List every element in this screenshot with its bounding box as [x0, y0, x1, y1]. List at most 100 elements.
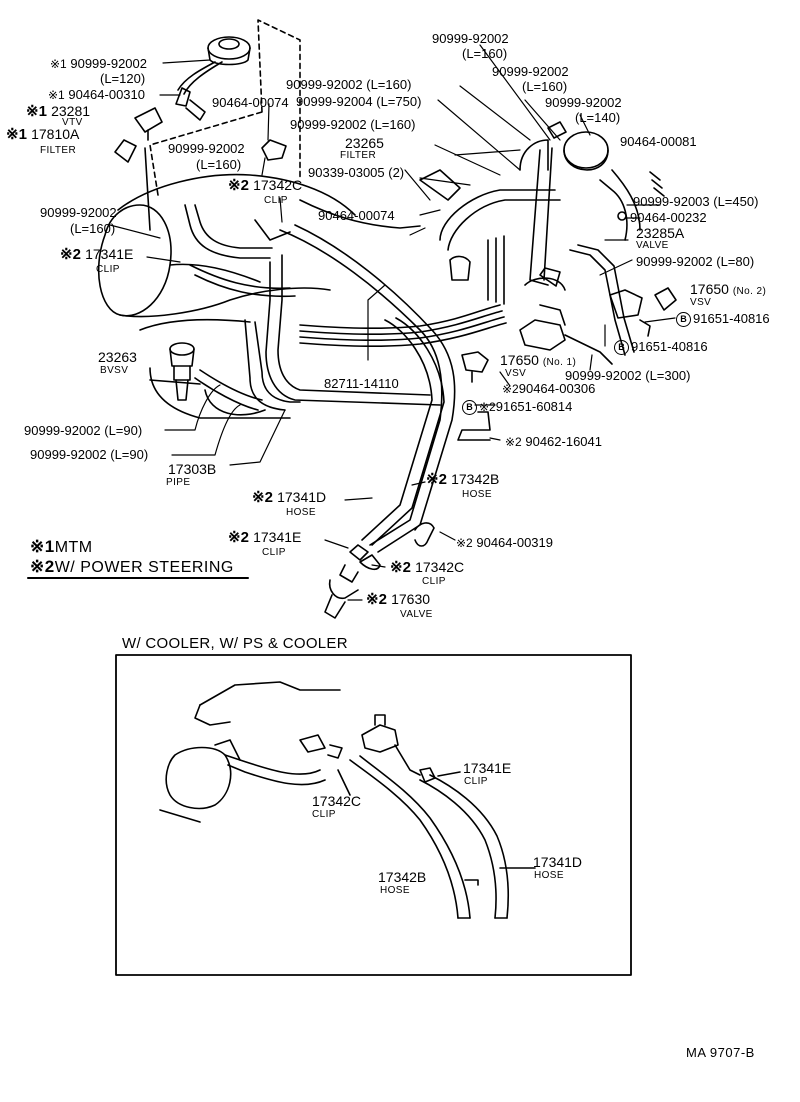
label-center-l160: 90999-92002 (L=160)	[286, 77, 412, 92]
part-number: 90999-92002	[70, 56, 147, 71]
label-hose-l90-a: 90999-92002 (L=90)	[24, 423, 143, 438]
label-hose-17342b-name: HOSE	[462, 489, 492, 500]
legend-text: W/ POWER STEERING	[54, 559, 234, 576]
label-vsv-no1-name: VSV	[505, 368, 527, 379]
diagram-code: MA 9707-B	[686, 1045, 755, 1060]
inset-label-clip-17342c-name: CLIP	[312, 809, 336, 820]
label-valve-23285a-name: VALVE	[636, 240, 669, 251]
label-hose-l160-a-length: (L=160)	[196, 157, 242, 172]
label-right-l140-length: (L=140)	[575, 110, 621, 125]
mark-1: ※1	[6, 126, 27, 143]
label-90464-00319: ※2 90464-00319	[456, 536, 553, 549]
b-circle-icon: B	[676, 312, 691, 328]
label-vtv: ※1 23281	[26, 104, 90, 119]
legend-power-steering: ※2W/ POWER STEERING	[30, 558, 234, 576]
leader-lines	[109, 44, 676, 601]
label-hose-l160-b: 90999-92002	[40, 205, 117, 220]
label-90464-00074-b: 90464-00074	[318, 208, 395, 223]
label-pipe-17303b-name: PIPE	[166, 477, 191, 488]
label-hose-l120-length: (L=120)	[100, 71, 146, 86]
mark-2: ※2	[426, 471, 447, 488]
label-clip-17342c-name: CLIP	[422, 576, 446, 587]
vsv-no1-part	[457, 304, 613, 441]
mark-2: ※2	[366, 591, 387, 608]
part-number: 91651-40816	[631, 339, 708, 354]
label-valve-23285a: 23285A	[636, 225, 685, 241]
label-90464-00074-a: 90464-00074	[212, 95, 289, 110]
mark-1: ※1	[48, 88, 65, 102]
label-hose-l80: 90999-92002 (L=80)	[636, 254, 755, 269]
label-filter-23265-name: FILTER	[340, 150, 377, 161]
mark-2: ※2	[60, 246, 81, 263]
part-number: 17342C	[253, 177, 303, 193]
label-hose-l90-b: 90999-92002 (L=90)	[30, 447, 149, 462]
label-hose-l120: ※1 90999-92002	[50, 57, 147, 70]
label-hose-l300: 90999-92002 (L=300)	[565, 368, 691, 383]
intake-manifold-outline	[97, 19, 421, 419]
vacuum-pipe-bundle	[299, 139, 635, 356]
label-clip-17342c-top-name: CLIP	[264, 195, 288, 206]
label-clip-17341e-top: ※2 17341E	[60, 247, 133, 262]
mark-2: ※2	[228, 529, 249, 546]
mark-2: ※2	[479, 400, 496, 414]
part-number: 17650	[690, 281, 729, 297]
label-hose-l160-b-length: (L=160)	[70, 221, 116, 236]
inset-label-clip-17342c: 17342C	[312, 793, 362, 809]
legend-mtm: ※1MTM	[30, 538, 93, 556]
vsv-number: (No. 2)	[732, 286, 767, 297]
label-vsv-no2-name: VSV	[690, 297, 712, 308]
label-right-l160-length: (L=160)	[522, 79, 568, 94]
part-number: 91651-40816	[693, 311, 770, 326]
part-number: 17341E	[253, 529, 302, 545]
inset-label-hose-17342b: 17342B	[378, 869, 427, 885]
label-bvsv-name: BVSV	[100, 365, 129, 376]
mark-2: ※2	[390, 559, 411, 576]
label-filter-17810a-name: FILTER	[40, 145, 77, 156]
inset-title: W/ COOLER, W/ PS & COOLER	[122, 635, 348, 652]
label-clip-17342c-top: ※2 17342C	[228, 178, 302, 193]
label-90464-00306: ※290464-00306	[502, 382, 595, 395]
part-number: 90464-00310	[68, 87, 145, 102]
part-number: 90462-16041	[525, 434, 602, 449]
part-number: 17630	[391, 591, 431, 607]
part-number: 23281	[51, 103, 91, 119]
legend-text: MTM	[54, 539, 93, 556]
label-90462-16041: ※2 90462-16041	[505, 435, 602, 448]
label-hose-l160-a: 90999-92002	[168, 141, 245, 156]
mark-2: ※2	[228, 177, 249, 194]
part-number: 17341E	[85, 246, 134, 262]
mark-2: ※2	[505, 435, 522, 449]
vtv-group	[114, 36, 287, 163]
label-center-l750: 90999-92004 (L=750)	[296, 94, 422, 109]
ps-hoses	[361, 317, 445, 546]
label-vsv-no1: 17650 (No. 1)	[500, 353, 576, 368]
label-90464-00232: 90464-00232	[630, 210, 707, 225]
inset-frame	[115, 654, 632, 976]
mark-2: ※2	[30, 557, 55, 576]
label-filter-23265: 23265	[345, 135, 384, 151]
label-right-l160: 90999-92002	[492, 64, 569, 79]
label-hose-17342b: ※2 17342B	[426, 472, 499, 487]
part-number: 91651-60814	[495, 399, 573, 414]
inset-label-clip-17341e-name: CLIP	[464, 776, 488, 787]
left-hoses	[184, 204, 456, 553]
valve-17630-part	[324, 522, 435, 619]
label-valve-17630: ※2 17630	[366, 592, 430, 607]
part-number: 17342C	[415, 559, 465, 575]
label-top-l160-length: (L=160)	[462, 46, 508, 61]
inset-drawing	[159, 681, 536, 919]
part-number: 90464-00306	[518, 381, 596, 396]
label-top-l160: 90999-92002	[432, 31, 509, 46]
inset-label-hose-17341d-name: HOSE	[534, 870, 564, 881]
bvsv-part	[149, 342, 201, 401]
label-bvsv: 23263	[98, 349, 137, 365]
mark-2: ※2	[456, 536, 473, 550]
inset-label-hose-17342b-name: HOSE	[380, 885, 410, 896]
mark-1: ※1	[26, 103, 47, 120]
label-valve-17630-name: VALVE	[400, 609, 433, 620]
label-clip-17341e: ※2 17341E	[228, 530, 301, 545]
mark-2: ※2	[252, 489, 273, 506]
